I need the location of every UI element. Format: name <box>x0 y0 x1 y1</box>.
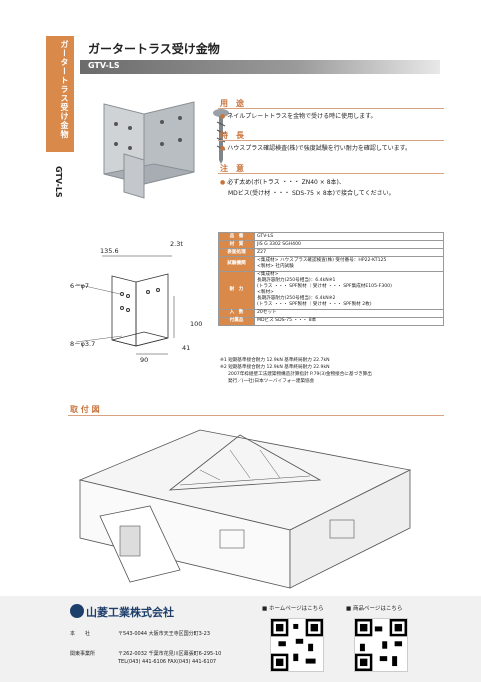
use-label: 用 途 <box>220 99 244 108</box>
home-qr-code[interactable] <box>270 618 324 672</box>
dim-height: 100 <box>190 320 203 328</box>
dim-holes-small: 8－φ3.7 <box>70 340 96 348</box>
dim-thickness: 2.3t <box>170 240 183 248</box>
product-photo <box>103 101 195 199</box>
use-divider <box>218 108 444 109</box>
side-product-code: GTV-LS <box>54 166 63 198</box>
company-logo-icon <box>70 604 84 618</box>
model-code: GTV-LS <box>88 61 120 70</box>
caution-label: 注 意 <box>220 164 244 173</box>
east-label: 関東事業所 <box>70 651 96 657</box>
model-bar <box>80 60 440 74</box>
product-qr-label: ■ 商品ページはこちら <box>346 606 403 612</box>
feature-divider <box>218 140 444 141</box>
technical-drawing <box>75 255 175 355</box>
table-row: 試験機関<集成材> ハウスプラス確認検査(株) 受付番号：HP22-KT125<… <box>218 256 444 272</box>
side-band-text: ガータートラス受け金物 <box>60 40 69 139</box>
side-band <box>46 36 74 152</box>
home-qr-label: ■ ホームページはこちら <box>262 606 324 612</box>
feature-label: 特 長 <box>220 131 244 140</box>
install-divider <box>68 415 444 416</box>
page-title: ガータートラス受け金物 <box>88 42 220 56</box>
dim-width: 135.6 <box>100 247 119 255</box>
dim-depth: 90 <box>140 356 149 364</box>
east-tel: TEL(043) 441-6106 FAX(043) 441-6107 <box>118 659 217 665</box>
company-name: 山菱工業株式会社 <box>86 606 174 619</box>
product-qr-code[interactable] <box>354 618 408 672</box>
screw-photo <box>213 109 229 164</box>
hq-label: 本 社 <box>70 631 91 637</box>
use-text: ●ネイルプレートトラスを金物で受ける時に使用します。 <box>220 113 377 120</box>
install-label: 取 付 図 <box>70 405 100 414</box>
hq-address: 〒543-0044 大阪市天王寺区国分町3-23 <box>118 631 211 637</box>
dim-holes-large: 6－φ7 <box>70 282 90 290</box>
caution-divider <box>218 173 444 174</box>
caution-line1: ●必ず太め(ボ(トラス ・・・ ZN40 × 8本)、 <box>220 179 345 186</box>
east-address: 〒262-0032 千葉市花見川区幕張町6-295-10 <box>118 651 222 657</box>
dim-flange: 41 <box>182 344 191 352</box>
spec-notes: ※1 短期基準接合耐力 12.9kN 基準終局耐力 22.7kN ※2 短期基準… <box>220 358 372 384</box>
feature-text: ●ハウスプラス確認検査(株)で強度試験を行い耐力を確認しています。 <box>220 145 412 152</box>
installation-diagram <box>78 429 412 589</box>
caution-line2: MDビス(受け材 ・・・ SDS-75 × 8本)で接合してください。 <box>228 190 395 197</box>
table-row: 耐 力 <集成材>長期許容耐力(250号相当)：6.4kN※1(トラス ・・・ … <box>218 270 444 310</box>
